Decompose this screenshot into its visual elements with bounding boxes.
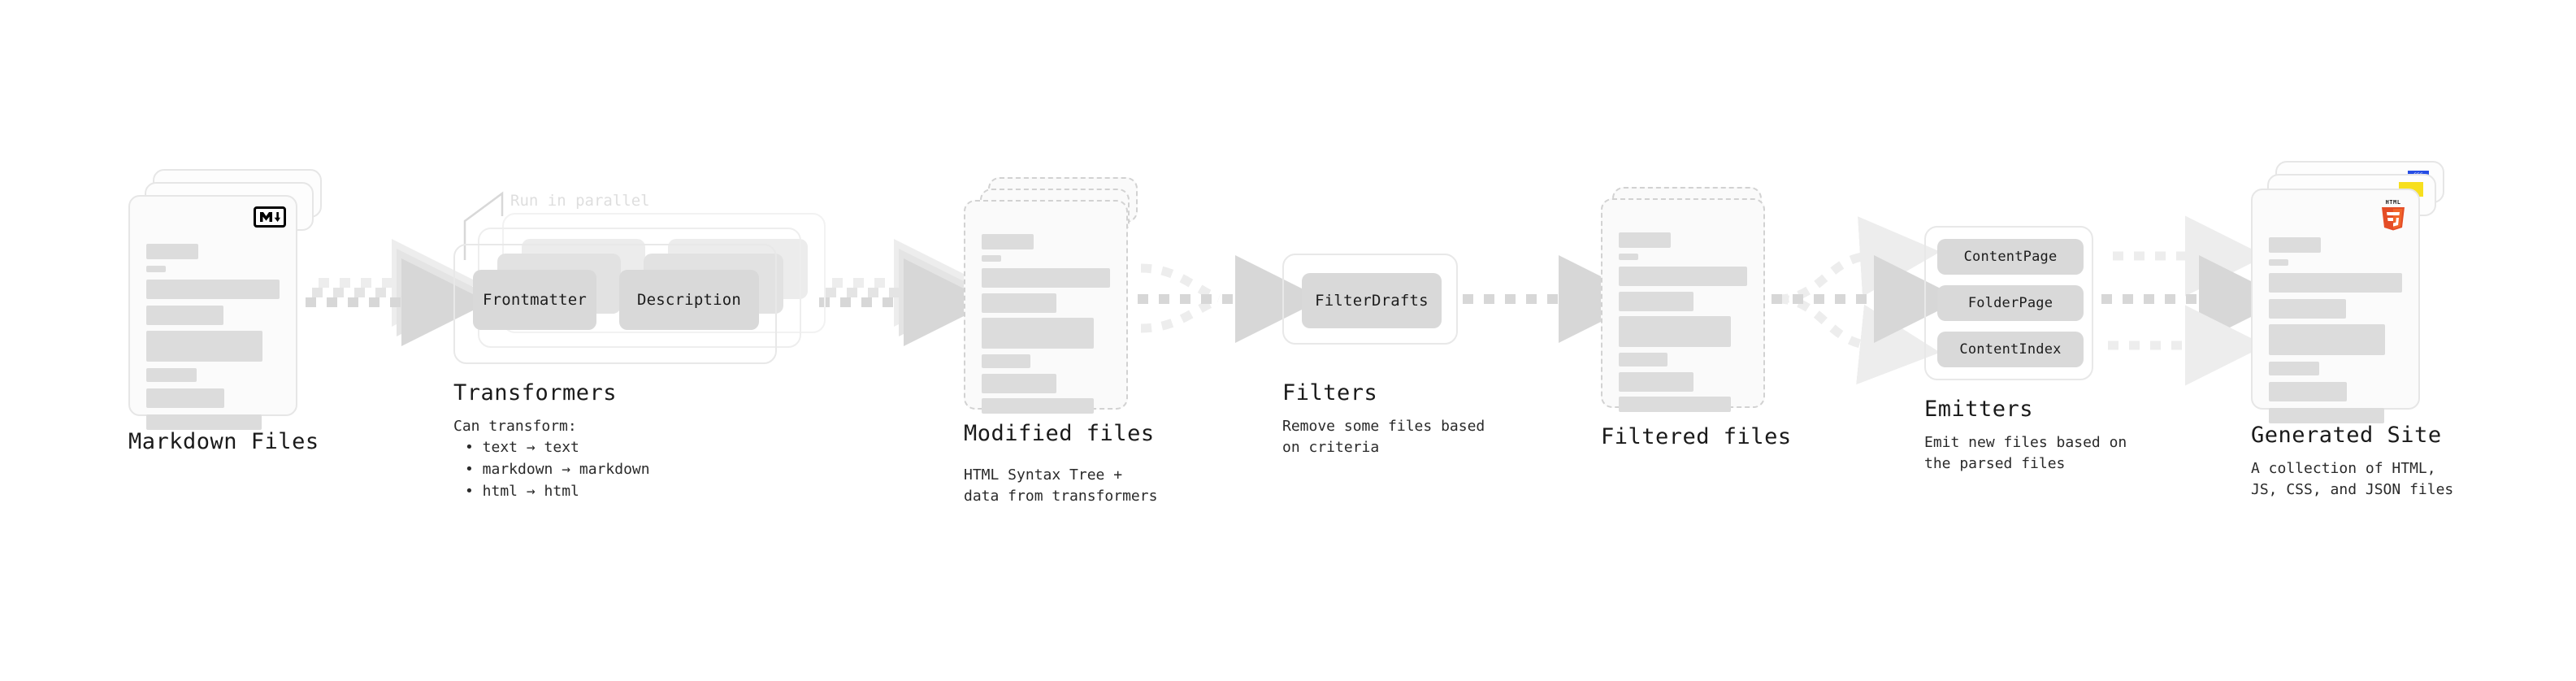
html5-icon: HTML (2379, 197, 2407, 234)
site-card-front: HTML (2251, 189, 2420, 423)
skeleton-bar (982, 318, 1094, 349)
modified-subtitle: HTML Syntax Tree + data from transformer… (964, 466, 1158, 505)
arrow-modified-to-filters (1138, 255, 1323, 343)
skeleton-bar (2269, 382, 2347, 401)
emitters-box: ContentPage FolderPage ContentIndex (1924, 226, 2093, 380)
skeleton-bar (2269, 324, 2385, 355)
arrow-markdown-to-transformers (306, 239, 489, 346)
stage-title-emitters: Emitters (1924, 397, 2034, 422)
stage-title-filters: Filters (1282, 380, 1378, 406)
markdown-icon (254, 206, 286, 228)
skeleton-bar (982, 234, 1034, 249)
transformer-chip-description[interactable]: Description (619, 270, 759, 330)
transformer-chip-frontmatter[interactable]: Frontmatter (473, 270, 596, 330)
skeleton-bar (2269, 273, 2402, 293)
skeleton-bar (146, 244, 198, 259)
arrow-filtered-to-emitters (1772, 216, 1962, 385)
skeleton-bar (2269, 408, 2384, 423)
emitter-chip-contentindex[interactable]: ContentIndex (1937, 332, 2084, 367)
skeleton-bar (1619, 353, 1667, 367)
arrow-emitters-to-site (2101, 215, 2287, 386)
skeleton-bar (982, 293, 1056, 313)
skeleton-bar (146, 368, 197, 382)
skeleton-bar (1619, 316, 1731, 347)
skeleton-bar (982, 374, 1056, 393)
transformers-bullet-2: • html → html (465, 483, 579, 500)
skeleton-bar (982, 255, 1001, 262)
skeleton-bar (1619, 267, 1747, 286)
transformers-subtitle: Can transform: (453, 418, 577, 435)
skeleton-bar (146, 306, 223, 325)
filtered-card-front (1601, 198, 1765, 412)
skeleton-bar (2269, 299, 2346, 319)
skeleton-bar (2269, 237, 2321, 253)
skeleton-bar (146, 331, 262, 362)
arrow-transformers-to-modified (819, 239, 991, 346)
emitter-chip-folderpage[interactable]: FolderPage (1937, 285, 2084, 321)
stage-title-markdown: Markdown Files (128, 429, 319, 454)
stage-title-filtered: Filtered files (1601, 424, 1792, 449)
skeleton-bar (982, 268, 1110, 288)
transformers-bullet-1: • markdown → markdown (465, 461, 650, 478)
stage-title-transformers: Transformers (453, 380, 618, 406)
skeleton-bar (1619, 397, 1731, 412)
skeleton-bar (146, 280, 280, 299)
emitter-chip-contentpage[interactable]: ContentPage (1937, 239, 2084, 275)
skeleton-bar (146, 266, 166, 272)
skeleton-bar (146, 414, 262, 430)
skeleton-bar (146, 388, 224, 408)
skeleton-bar (1619, 232, 1671, 248)
transformers-bullet-0: • text → text (465, 439, 579, 456)
modified-card-front (964, 200, 1128, 414)
skeleton-bar (2269, 259, 2288, 266)
skeleton-bar (1619, 292, 1693, 311)
run-in-parallel-label: Run in parallel (510, 192, 650, 210)
emitters-subtitle: Emit new files based on the parsed files (1924, 434, 2127, 472)
filter-chip-filterdrafts[interactable]: FilterDrafts (1302, 273, 1442, 328)
generated-site-subtitle: A collection of HTML, JS, CSS, and JSON … (2251, 460, 2454, 498)
skeleton-bar (982, 354, 1030, 368)
stage-title-generated-site: Generated Site (2251, 423, 2442, 448)
skeleton-bar (1619, 254, 1638, 260)
filters-subtitle: Remove some files based on criteria (1282, 418, 1485, 456)
transformer-box-front: Frontmatter Description (453, 244, 777, 364)
svg-text:HTML: HTML (2386, 199, 2401, 206)
filters-box: FilterDrafts (1282, 254, 1458, 345)
skeleton-bar (2269, 362, 2319, 375)
skeleton-bar (982, 398, 1094, 414)
markdown-card-front (128, 195, 297, 430)
skeleton-bar (1619, 372, 1693, 392)
stage-title-modified: Modified files (964, 421, 1155, 446)
